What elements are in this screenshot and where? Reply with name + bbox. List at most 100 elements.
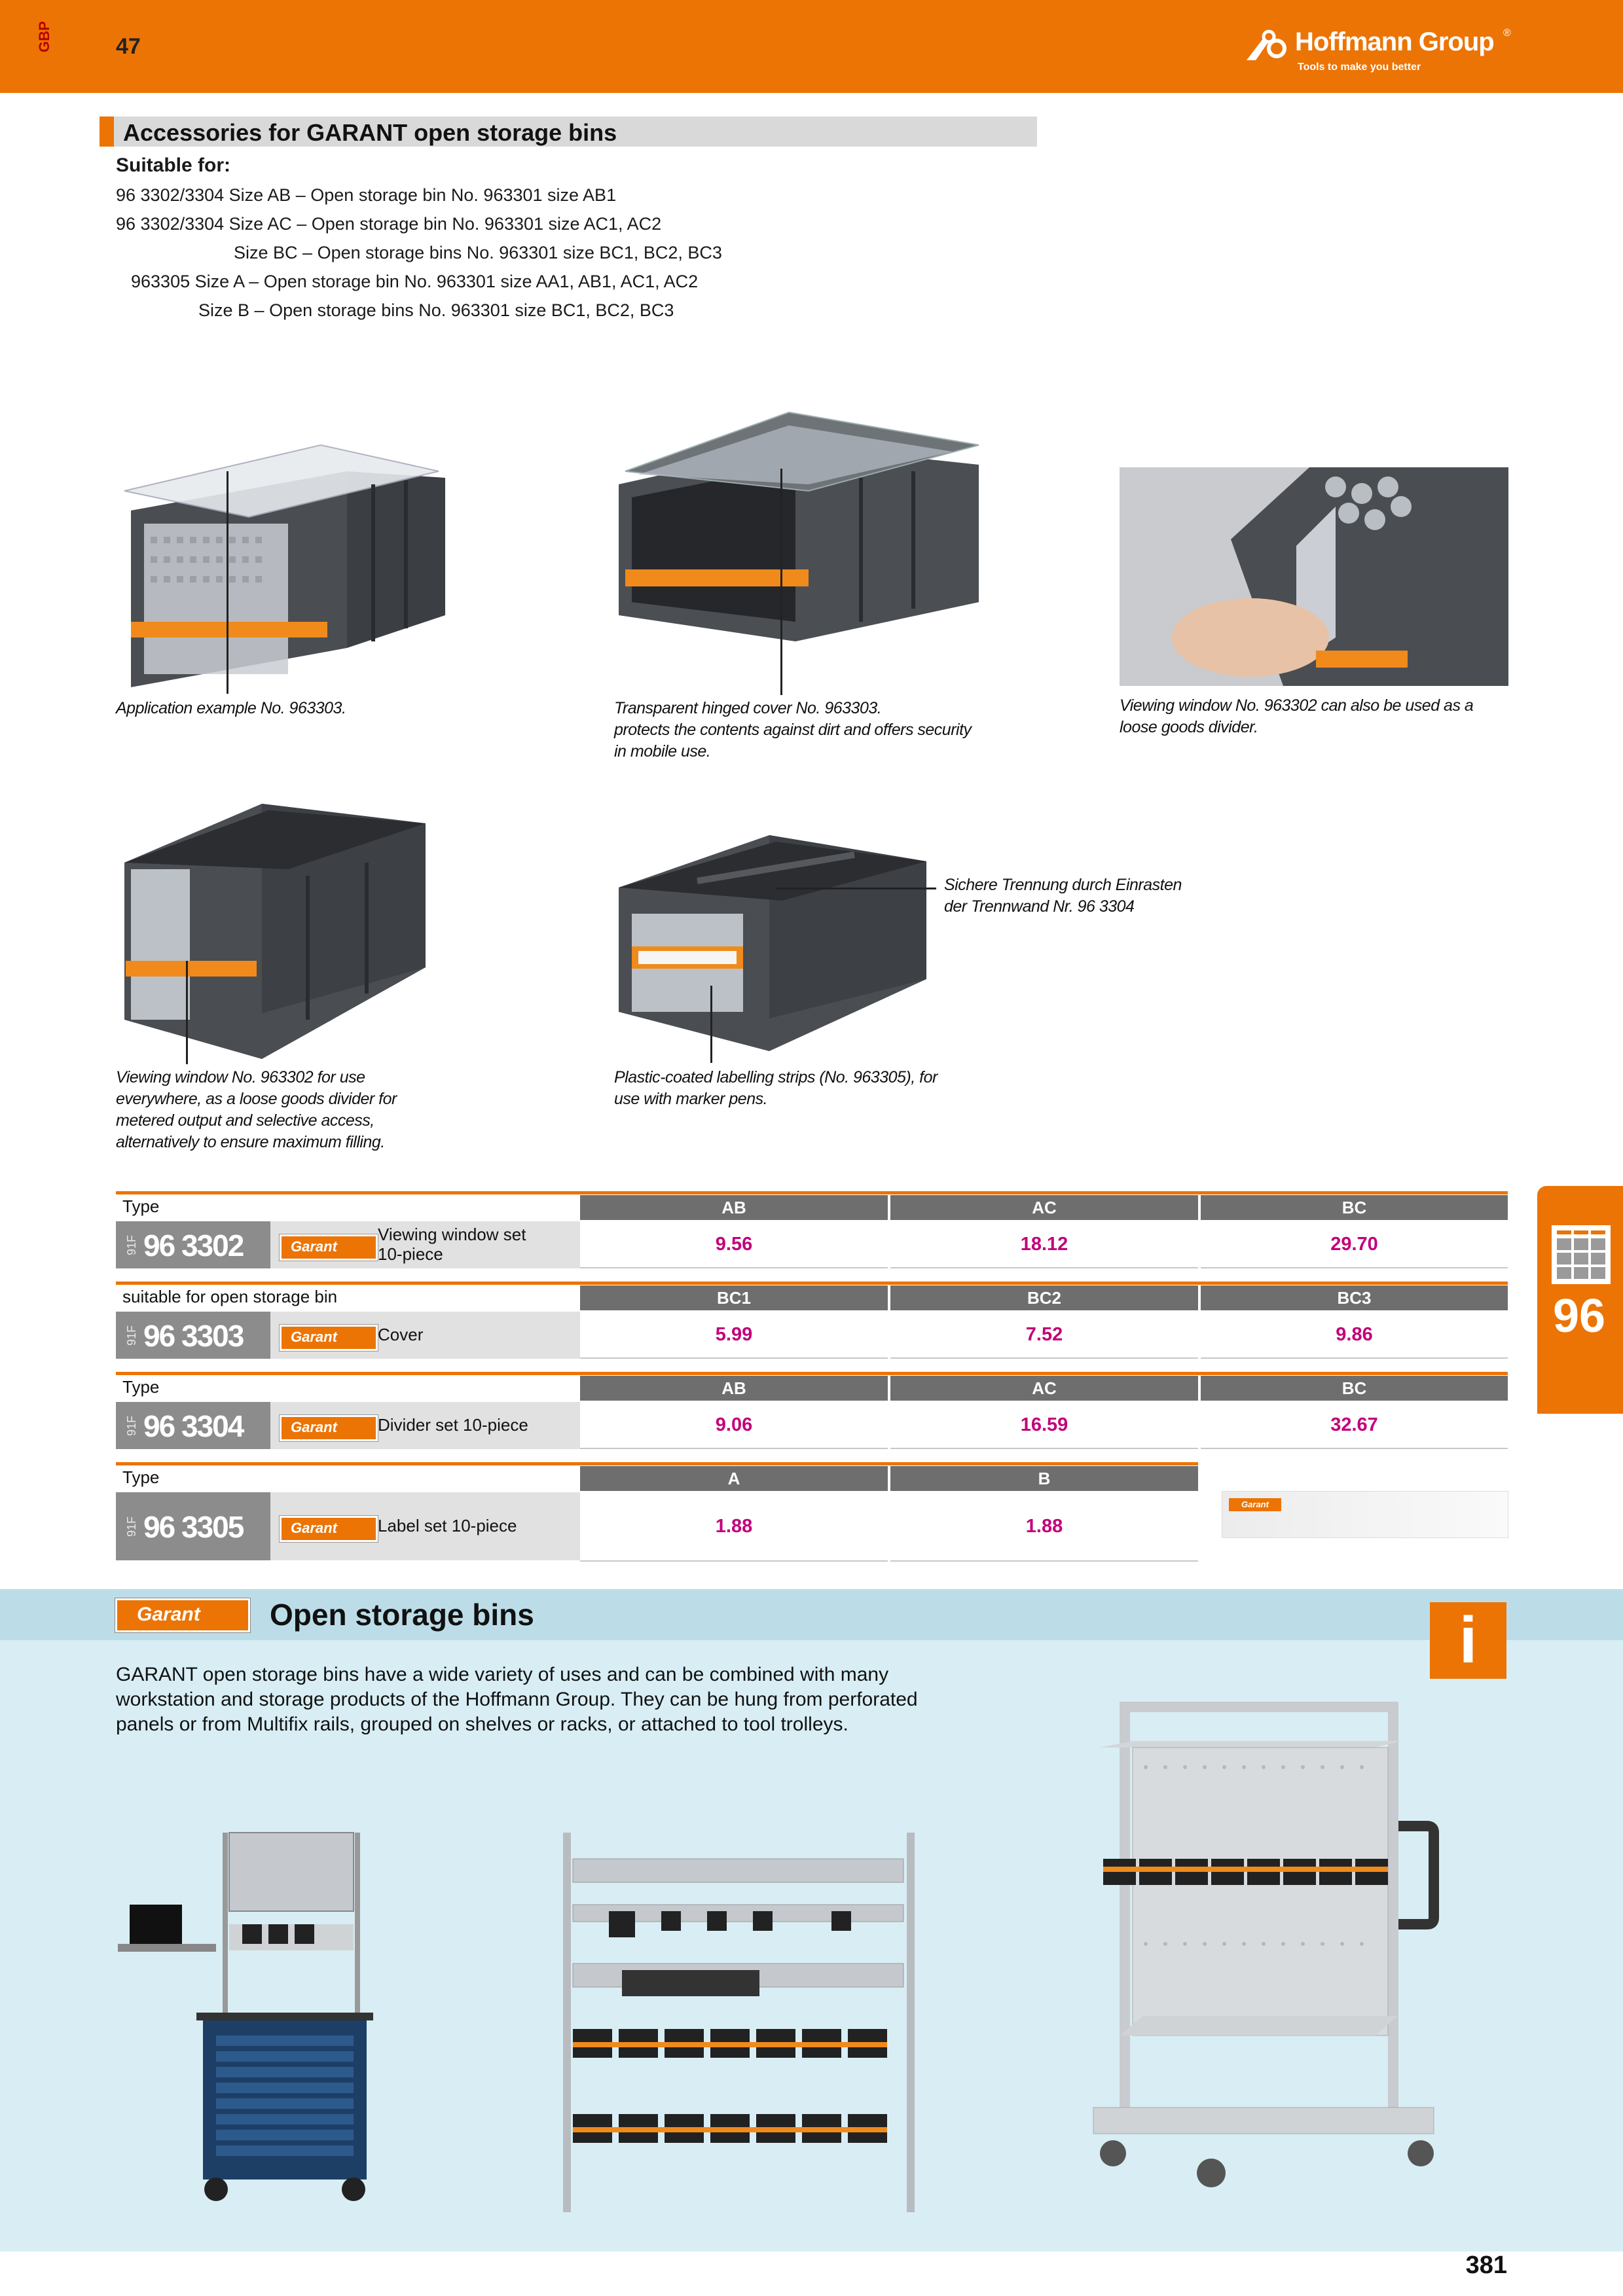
caption-line: use with marker pens.	[614, 1090, 768, 1108]
garant-logo: Garant	[115, 1598, 251, 1633]
caption-line: Plastic-coated labelling strips (No. 963…	[614, 1068, 938, 1086]
caption-leader-line	[780, 469, 782, 695]
caption-line: Transparent hinged cover No. 963303.	[614, 699, 882, 717]
article-number: 96 3304	[143, 1409, 244, 1443]
caption-hinged-cover: Transparent hinged cover No. 963303. pro…	[614, 698, 972, 762]
caption-labelling-strips: Plastic-coated labelling strips (No. 963…	[614, 1067, 938, 1110]
garant-logo-text: Garant	[291, 1419, 337, 1435]
bin-with-cover-image	[124, 444, 445, 687]
price-cell: 9.86	[1201, 1312, 1508, 1359]
garant-logo: Garant	[279, 1324, 378, 1352]
hoffmann-logo-icon	[1247, 29, 1286, 60]
garant-logo-text: Garant	[291, 1329, 337, 1345]
caption-leader-line	[186, 961, 188, 1064]
article-number-cell: 91F 96 3304	[116, 1402, 283, 1449]
article-description-cell: Garant Cover	[270, 1312, 580, 1359]
garant-logo-text: Garant	[137, 1604, 200, 1625]
price-cell: 9.56	[580, 1221, 888, 1268]
caption-leader-line	[776, 888, 936, 889]
bin-viewing-window-image	[124, 804, 426, 1059]
garant-logo-text: Garant	[291, 1520, 337, 1536]
article-number: 96 3303	[143, 1319, 244, 1353]
caption-line: protects the contents against dirt and o…	[614, 721, 972, 739]
price-cell: 32.67	[1201, 1402, 1508, 1449]
caption-application-example: Application example No. 963303.	[116, 699, 346, 717]
description-line: 10-piece	[378, 1244, 443, 1264]
table-label: Type	[122, 1196, 160, 1216]
caption-leader-line	[227, 471, 228, 694]
price-cell: 18.12	[890, 1221, 1198, 1268]
suitable-value: Open storage bin No. 963301 size AC1, AC…	[311, 214, 662, 234]
hinged-cover-image	[619, 411, 979, 641]
section-title: Accessories for GARANT open storage bins	[123, 119, 617, 146]
table-header-cell: AC	[890, 1376, 1198, 1401]
info-text: GARANT open storage bins have a wide var…	[116, 1664, 918, 1735]
info-heading-bar	[0, 1589, 1623, 1640]
price-cell: 29.70	[1201, 1221, 1508, 1268]
page-number: 381	[1465, 2251, 1507, 2279]
article-description-cell: Garant Label set 10-piece	[270, 1492, 580, 1560]
chapter-number: 47	[116, 34, 141, 59]
article-description: Divider set 10-piece	[378, 1415, 528, 1435]
suitable-line: 96 3302/3304 Size AC – Open storage bin …	[116, 209, 661, 238]
multifix-rail-image	[563, 1833, 915, 2212]
caption-viewing-window-uses: Viewing window No. 963302 for use everyw…	[116, 1067, 397, 1153]
header-bar	[0, 0, 1623, 93]
table-header-cell: BC3	[1201, 1285, 1508, 1310]
price-cell: 5.99	[580, 1312, 888, 1359]
article-prefix: 91F	[125, 1234, 138, 1255]
table-header-cell: A	[580, 1466, 888, 1491]
table-header-cell: B	[890, 1466, 1198, 1491]
price-cell: 7.52	[890, 1312, 1198, 1359]
logo-name: Hoffmann Group	[1295, 27, 1495, 56]
article-description: Label set 10-piece	[378, 1516, 517, 1535]
article-prefix: 91F	[125, 1325, 138, 1346]
caption-divider: Sichere Trennung durch Einrasten der Tre…	[944, 874, 1182, 918]
article-number-cell: 91F 96 3305	[116, 1492, 283, 1560]
price-cell: 1.88	[580, 1492, 888, 1562]
section-heading: Accessories for GARANT open storage bins	[100, 117, 1037, 147]
label-strip-brand: Garant	[1229, 1498, 1281, 1511]
section-heading-accent	[100, 117, 114, 147]
suitable-value: Open storage bin No. 963301 size AA1, AB…	[263, 272, 699, 291]
table-label: Type	[122, 1467, 160, 1487]
price-cell: 16.59	[890, 1402, 1198, 1449]
info-icon: i	[1430, 1602, 1506, 1679]
article-description: Viewing window set 10-piece	[378, 1225, 526, 1264]
garant-logo-text: Garant	[291, 1238, 337, 1255]
suitable-line: 96 3302/3304 Size AB – Open storage bin …	[116, 181, 616, 209]
suitable-line: Size BC – Open storage bins No. 963301 s…	[234, 238, 722, 267]
table-header-cell: BC	[1201, 1195, 1508, 1220]
article-description-cell: Garant Viewing window set 10-piece	[270, 1221, 580, 1268]
garant-logo: Garant	[279, 1234, 378, 1261]
table-header-cell: BC1	[580, 1285, 888, 1310]
table-top-rule	[116, 1282, 1508, 1285]
side-code: GBP	[36, 21, 52, 52]
suitable-key: 96 3302/3304 Size AC –	[116, 214, 307, 234]
table-top-rule	[116, 1191, 1508, 1194]
logo-tagline: Tools to make you better	[1298, 62, 1421, 73]
table-header-cell: AB	[580, 1195, 888, 1220]
viewing-window-hand-image	[1120, 467, 1508, 686]
table-label: suitable for open storage bin	[122, 1287, 338, 1306]
caption-line: Viewing window No. 963302 for use	[116, 1068, 365, 1086]
suitable-value: Open storage bins No. 963301 size BC1, B…	[317, 243, 722, 262]
suitable-key: 96 3302/3304 Size AB –	[116, 185, 306, 205]
hoffmann-logo: Hoffmann Group ® Tools to make you bette…	[1244, 25, 1512, 77]
caption-line: in mobile use.	[614, 742, 711, 761]
caption-leader-line	[710, 986, 712, 1063]
tool-trolley-image	[118, 1832, 373, 2201]
price-cell: 9.06	[580, 1402, 888, 1449]
suitable-key: Size BC –	[234, 243, 313, 262]
table-top-rule	[116, 1372, 1508, 1375]
article-description-cell: Garant Divider set 10-piece	[270, 1402, 580, 1449]
article-number-cell: 91F 96 3302	[116, 1221, 283, 1268]
suitable-value: Open storage bins No. 963301 size BC1, B…	[269, 300, 674, 320]
table-top-rule	[116, 1462, 1198, 1465]
caption-line: everywhere, as a loose goods divider for	[116, 1090, 397, 1108]
table-header-cell: AB	[580, 1376, 888, 1401]
garant-logo: Garant	[279, 1515, 378, 1543]
article-number: 96 3302	[143, 1229, 244, 1263]
caption-line: loose goods divider.	[1120, 718, 1258, 736]
price-cell: 1.88	[890, 1492, 1198, 1562]
